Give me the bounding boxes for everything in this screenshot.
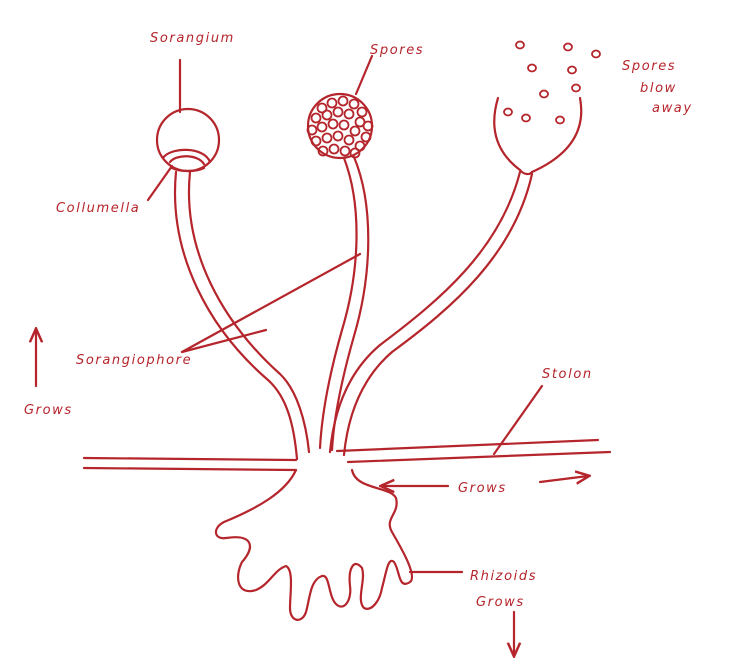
- columella-outer: [161, 148, 212, 164]
- label-columella: Collumella: [56, 201, 140, 216]
- label-sporangiophore: Sorangiophore: [76, 353, 192, 368]
- label-stolon: Stolon: [542, 367, 593, 382]
- stolon-right-lower: [346, 450, 612, 464]
- leader-spores: [354, 54, 374, 96]
- sporangiophore-right-inner: [342, 172, 534, 457]
- label-grows-horizontal: Grows: [458, 481, 507, 496]
- label-sporangium: Sorangium: [150, 31, 235, 46]
- sporangiophore-middle-outer: [318, 156, 358, 450]
- leader-columella: [146, 164, 174, 202]
- spores-inside: [306, 95, 374, 159]
- label-grows-down: Grows: [476, 595, 525, 610]
- stolon-left-upper: [82, 456, 298, 462]
- leader-sporangiophore-1: [180, 252, 362, 354]
- burst-sporangium-right: [530, 96, 583, 174]
- label-rhizoids: Rhizoids: [470, 569, 537, 584]
- label-spores-blow-away-1: Spores: [622, 59, 676, 74]
- label-spores-blow-away-2: blow: [640, 81, 677, 96]
- label-grows-up: Grows: [24, 403, 73, 418]
- arrow-grows-right: [538, 476, 588, 482]
- label-spores: Spores: [370, 43, 424, 58]
- rhizoids-outline: [214, 468, 413, 621]
- columella-base: [170, 166, 206, 173]
- burst-sporangium-base: [518, 168, 534, 176]
- columella-inner: [168, 155, 206, 166]
- sporangiophore-right-outer: [328, 170, 522, 454]
- leader-sporangiophore-2: [180, 328, 268, 354]
- sporangiophore-left-inner: [187, 170, 311, 454]
- sporangiophore-middle-inner: [330, 155, 370, 452]
- leader-stolon: [492, 384, 544, 456]
- burst-sporangium-left: [493, 96, 522, 172]
- stolon-left-lower: [82, 466, 298, 472]
- floating-spores: [503, 40, 601, 125]
- label-spores-blow-away-3: away: [652, 101, 693, 116]
- sporangiophore-left-outer: [173, 170, 299, 461]
- stolon-right-upper: [335, 438, 600, 453]
